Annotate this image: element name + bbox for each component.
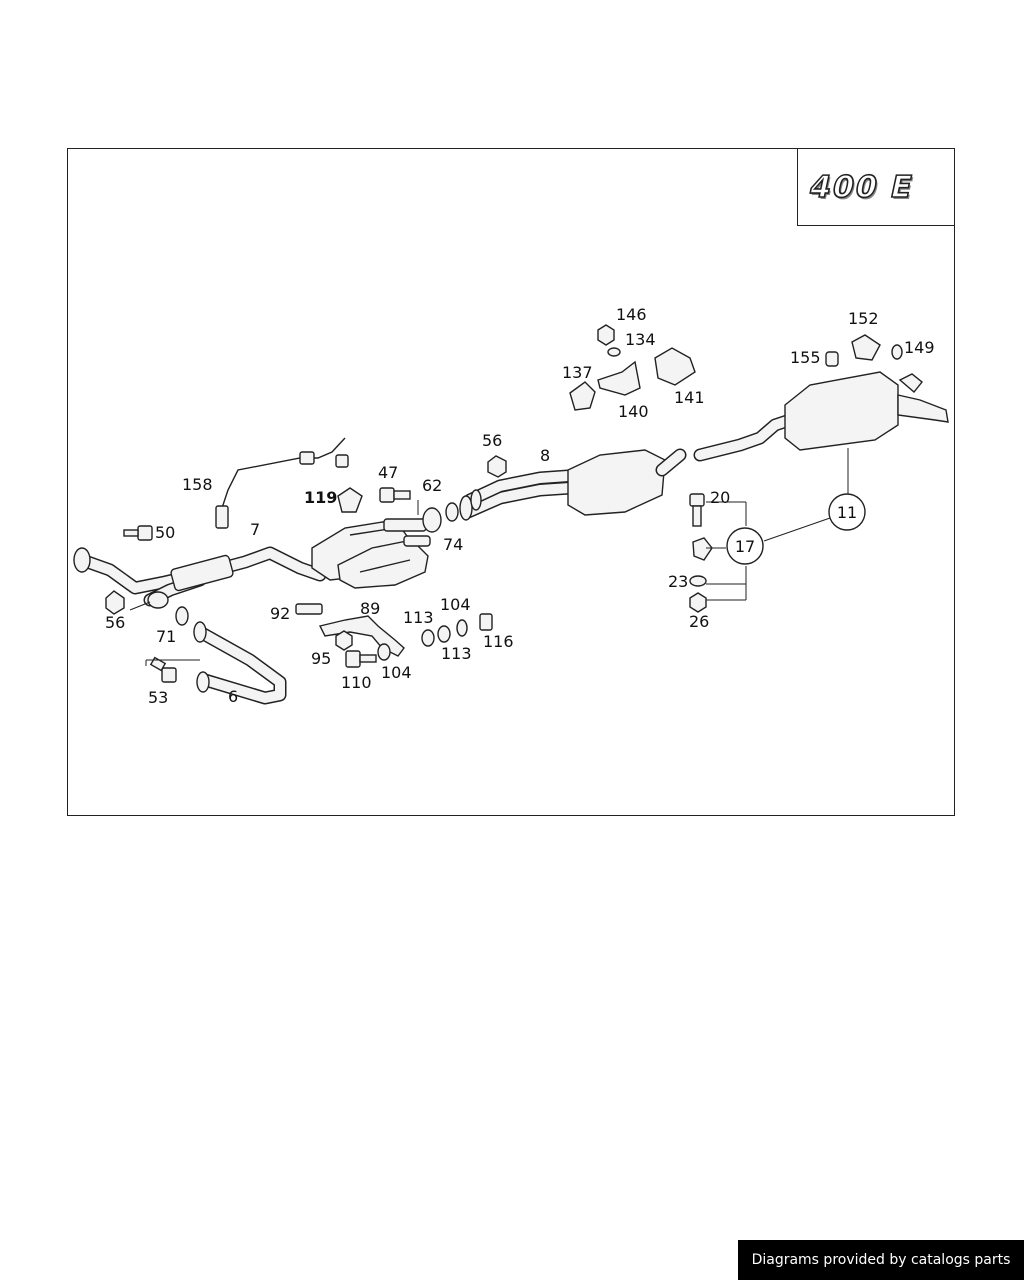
catalytic-converters [311,518,431,589]
front-exhaust-pipe [73,546,327,609]
label-134: 134 [625,330,656,349]
label-8: 8 [540,446,550,465]
label-11: 11 [837,503,857,522]
label-6: 6 [228,687,238,706]
label-152: 152 [848,309,879,328]
center-muffler-assembly [459,448,687,521]
label-116: 116 [483,632,514,651]
label-56-top: 56 [482,431,502,450]
label-113-lower: 113 [441,644,472,663]
label-119: 119 [304,488,337,507]
label-89: 89 [360,599,380,618]
label-74: 74 [443,535,463,554]
label-146: 146 [616,305,647,324]
label-158: 158 [182,475,213,494]
label-104-lower: 104 [381,663,412,682]
model-badge-box [797,148,955,226]
callout-leaders [129,448,849,666]
label-140: 140 [618,402,649,421]
label-62: 62 [422,476,442,495]
label-56-left: 56 [105,613,125,632]
mounting-hardware [105,324,903,705]
label-137: 137 [562,363,593,382]
label-95: 95 [311,649,331,668]
callout-circle-17: 17 [726,527,764,565]
label-71: 71 [156,627,176,646]
credit-banner: Diagrams provided by catalogs parts [738,1240,1024,1280]
label-50: 50 [155,523,175,542]
label-20: 20 [710,488,730,507]
label-149: 149 [904,338,935,357]
label-155: 155 [790,348,821,367]
label-7: 7 [250,520,260,539]
label-53: 53 [148,688,168,707]
label-26: 26 [689,612,709,631]
label-92: 92 [270,604,290,623]
label-113-upper: 113 [403,608,434,627]
oxygen-sensor [215,437,349,529]
label-17: 17 [735,537,755,556]
label-104-upper: 104 [440,595,471,614]
callout-circle-11: 11 [828,493,866,531]
rear-muffler-assembly [693,371,949,462]
label-47: 47 [378,463,398,482]
label-23: 23 [668,572,688,591]
label-110: 110 [341,673,372,692]
diagram-frame [67,148,955,816]
label-141: 141 [674,388,705,407]
